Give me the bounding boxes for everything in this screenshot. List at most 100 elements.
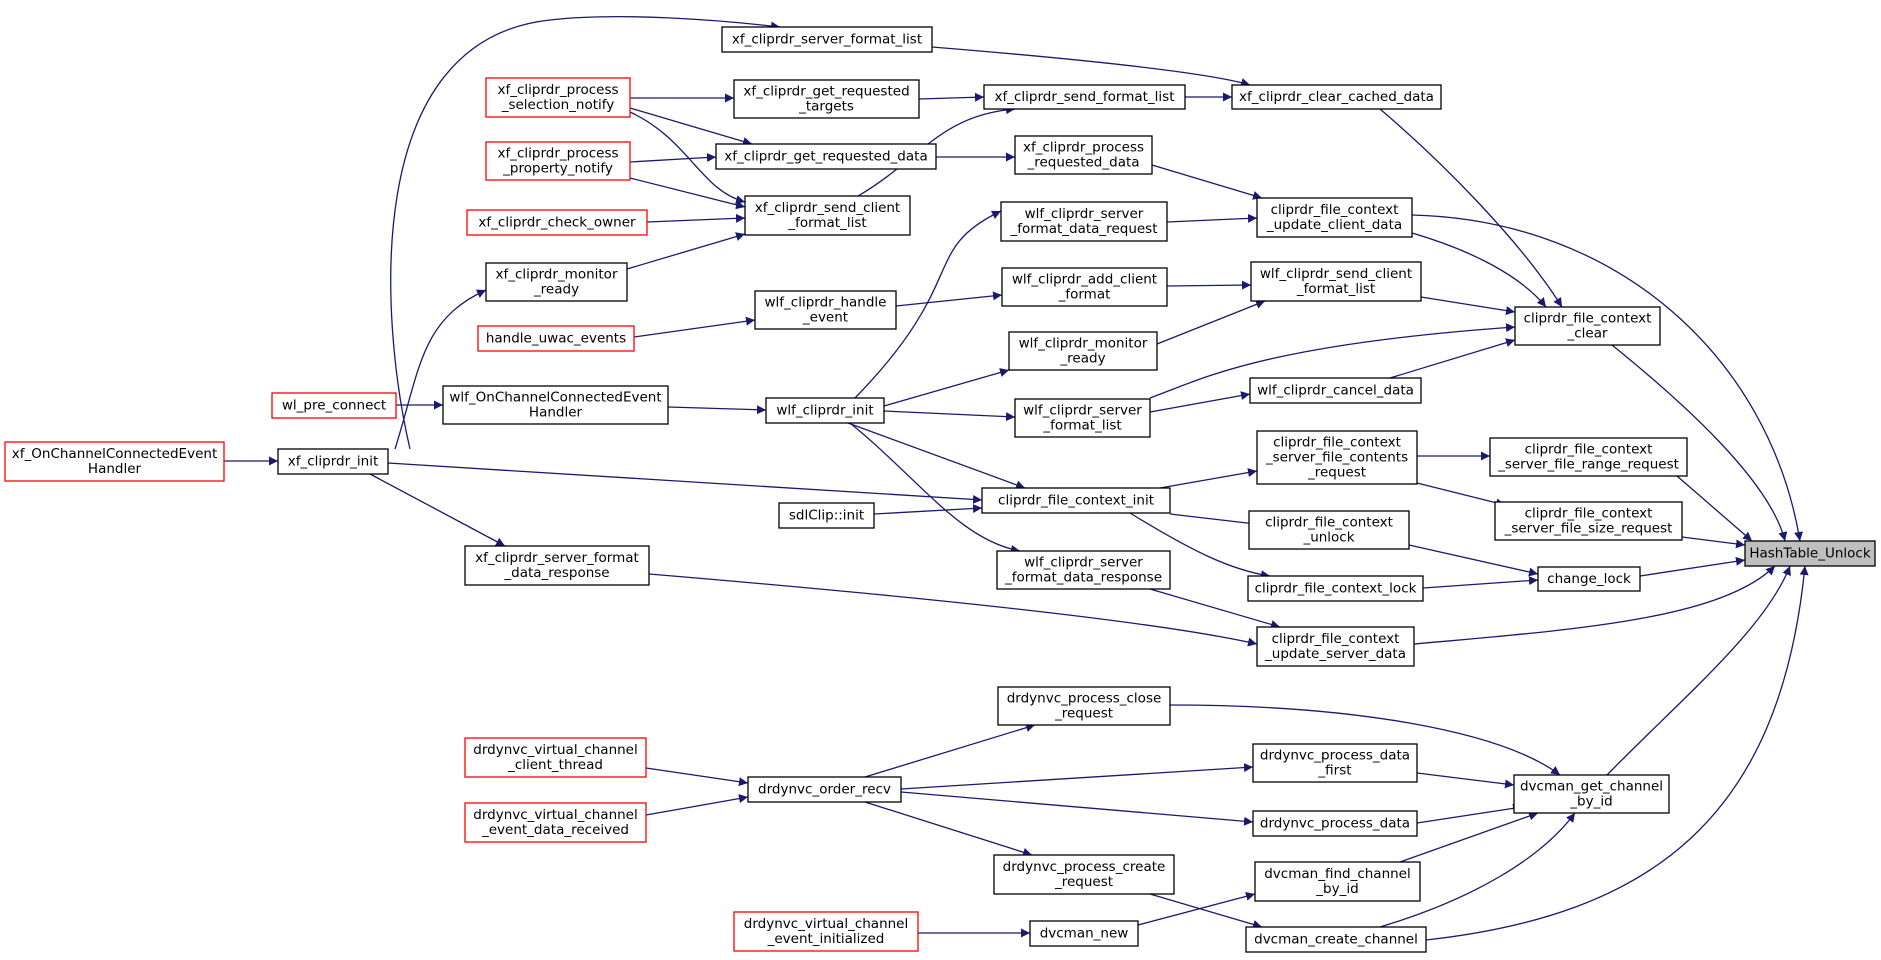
node-label-line: _ready [533,282,579,298]
node-label-line: dvcman_find_channel [1264,866,1411,882]
function-node-clr-cache[interactable]: xf_cliprdr_clear_cached_data [1231,84,1442,110]
function-nodes: HashTable_Unlock cliprdr_file_context_cle… [4,26,1876,953]
function-node-fc-init[interactable]: cliprdr_file_context_init [981,487,1171,514]
node-label-line: cliprdr_file_context [1525,506,1653,522]
node-box [464,802,647,843]
edge-dvcman_create-to-hash [1425,565,1809,941]
node-box [721,26,933,53]
function-node-fcc[interactable]: cliprdr_file_context_clear [1514,306,1661,346]
node-box [466,209,648,236]
edge-wlf_init-to-wlf_srv_fmt_list [883,410,1016,422]
edge-check_owner-to-send_client_x [646,213,746,223]
function-node-dvc-event-recv[interactable]: drdynvc_virtual_channel_event_data_recei… [464,802,647,843]
function-node-sdl[interactable]: sdlClip::init [778,502,875,529]
function-node-wlf-send-client[interactable]: wlf_cliprdr_send_client_format_list [1250,261,1422,302]
edge-wlf_handle-to-wlf_add_fmt [895,291,1003,307]
function-node-dvcman-get[interactable]: dvcman_get_channel_by_id [1513,774,1670,814]
function-node-fc-size[interactable]: cliprdr_file_context_server_file_size_re… [1494,501,1683,541]
function-node-srv-fmt-list-x[interactable]: xf_cliprdr_server_format_list [721,26,933,53]
node-box [1256,430,1418,485]
function-node-proc-req-data[interactable]: xf_cliprdr_process_requested_data [1014,135,1153,175]
node-label-line: wl_pre_connect [282,398,386,414]
node-label-line: xf_OnChannelConnectedEvent [12,446,217,462]
edge-wlf_send_client-to-fcc [1420,296,1516,316]
edge-order_recv-to-dp_data_first [900,763,1254,790]
edge-get_req_tgt-to-send_fmt_list [918,92,985,102]
function-node-wlf-init[interactable]: wlf_cliprdr_init [765,397,885,424]
function-node-dvcman-find[interactable]: dvcman_find_channel_by_id [1254,861,1421,902]
function-node-dp-create[interactable]: drdynvc_process_create_request [993,854,1175,895]
function-node-wl-pre[interactable]: wl_pre_connect [271,392,397,419]
edge-order_recv-to-dp_close [864,723,1036,778]
function-node-dp-close[interactable]: drdynvc_process_close_request [997,686,1171,726]
edge-order_recv-to-dp_data [900,791,1254,826]
function-node-dvcman-new[interactable]: dvcman_new [1029,920,1139,947]
node-label-line: cliprdr_file_context_init [998,493,1154,509]
edge-xf_init-to-monitor_x [394,289,487,450]
function-node-fc-range[interactable]: cliprdr_file_context_server_file_range_r… [1489,437,1688,477]
function-node-send-client-x[interactable]: xf_cliprdr_send_client_format_list [744,195,911,236]
function-node-get-req-tgt[interactable]: xf_cliprdr_get_requested_targets [733,79,920,119]
node-label-line: _by_id [1315,881,1358,897]
node-label-line: wlf_cliprdr_init [776,403,873,419]
node-label-line: _format [1058,287,1111,303]
edge-wlf_init-to-fc_init [847,422,1026,490]
node-label-line: _update_server_data [1264,646,1406,662]
function-node-dvc-client-thread[interactable]: drdynvc_virtual_channel_client_thread [464,737,647,778]
function-node-dp-data[interactable]: drdynvc_process_data [1252,810,1418,837]
edge-proc_prop-to-send_client_x [629,177,746,210]
function-node-wlf-srv-fdr[interactable]: wlf_cliprdr_server_format_data_request [1000,201,1168,242]
function-node-hash[interactable]: HashTable_Unlock [1744,540,1876,567]
node-box [1256,197,1413,238]
function-node-proc-prop[interactable]: xf_cliprdr_process_property_notify [485,141,631,181]
function-node-fc-lock[interactable]: cliprdr_file_context_lock [1247,575,1424,602]
node-box [4,441,225,482]
function-node-wlf-monitor[interactable]: wlf_cliprdr_monitor_ready [1008,331,1158,371]
node-label-line: _request [1054,874,1113,890]
node-box [464,737,647,778]
function-node-wlf-srv-fmt-list[interactable]: wlf_cliprdr_server_format_list [1014,398,1151,438]
node-box [981,487,1171,514]
node-label-line: _event [802,310,848,326]
function-node-dp-data-first[interactable]: drdynvc_process_data_first [1252,743,1418,783]
function-node-order-recv[interactable]: drdynvc_order_recv [747,776,902,803]
function-node-dvcman-create[interactable]: dvcman_create_channel [1245,926,1427,953]
function-node-fc-sfc-req[interactable]: cliprdr_file_context_server_file_content… [1256,430,1418,485]
node-label-line: cliprdr_file_context_lock [1255,581,1417,597]
function-node-send-fmt-list[interactable]: xf_cliprdr_send_format_list [983,84,1186,110]
function-node-xf-srv-fdresp[interactable]: xf_cliprdr_server_format_data_response [464,545,650,586]
edge-change_lock-to-hash [1639,556,1746,577]
function-node-upd-server[interactable]: cliprdr_file_context_update_server_data [1256,626,1415,667]
edge-wlf_srv_fmt_list-to-wlf_cancel [1149,391,1251,413]
node-label-line: _property_notify [502,161,613,177]
edge-wlf_srv_fmt_list-to-fcc [1149,323,1516,399]
function-node-dvc-event-init[interactable]: drdynvc_virtual_channel_event_initialize… [733,911,919,952]
function-node-proc-sel[interactable]: xf_cliprdr_process_selection_notify [485,77,631,118]
function-node-upd-client[interactable]: cliprdr_file_context_update_client_data [1256,197,1413,238]
function-node-get-req-data[interactable]: xf_cliprdr_get_requested_data [715,143,937,170]
function-node-check-owner[interactable]: xf_cliprdr_check_owner [466,209,648,236]
function-node-xf-init[interactable]: xf_cliprdr_init [277,448,389,475]
edge-proc_req_data-to-upd_client [1151,164,1263,200]
function-node-change-lock[interactable]: change_lock [1537,566,1641,592]
function-node-wlf-srv-fdresp[interactable]: wlf_cliprdr_server_format_data_response [996,550,1171,590]
node-label-line: xf_cliprdr_process [497,146,618,162]
node-box [1000,201,1168,242]
edge-uwac-to-wlf_handle [633,316,756,338]
function-node-fc-unlock[interactable]: cliprdr_file_context_unlock [1248,510,1410,550]
edge-fc_range-to-hash [1676,475,1753,542]
node-label-line: _server_file_contents [1265,450,1408,466]
function-node-wlf-cancel[interactable]: wlf_cliprdr_cancel_data [1249,377,1422,404]
node-label-line: xf_cliprdr_clear_cached_data [1239,89,1434,105]
node-box [477,325,635,352]
edge-fc_unlock-to-change_lock [1408,544,1539,577]
node-label-line: wlf_cliprdr_server [1025,206,1144,222]
function-node-monitor-x[interactable]: xf_cliprdr_monitor_ready [485,262,628,302]
node-label-line: _format_list [787,215,866,231]
function-node-uwac[interactable]: handle_uwac_events [477,325,635,352]
function-node-wlf-add-fmt[interactable]: wlf_cliprdr_add_client_format [1001,267,1168,307]
function-node-wlf-handle[interactable]: wlf_cliprdr_handle_event [754,290,897,330]
